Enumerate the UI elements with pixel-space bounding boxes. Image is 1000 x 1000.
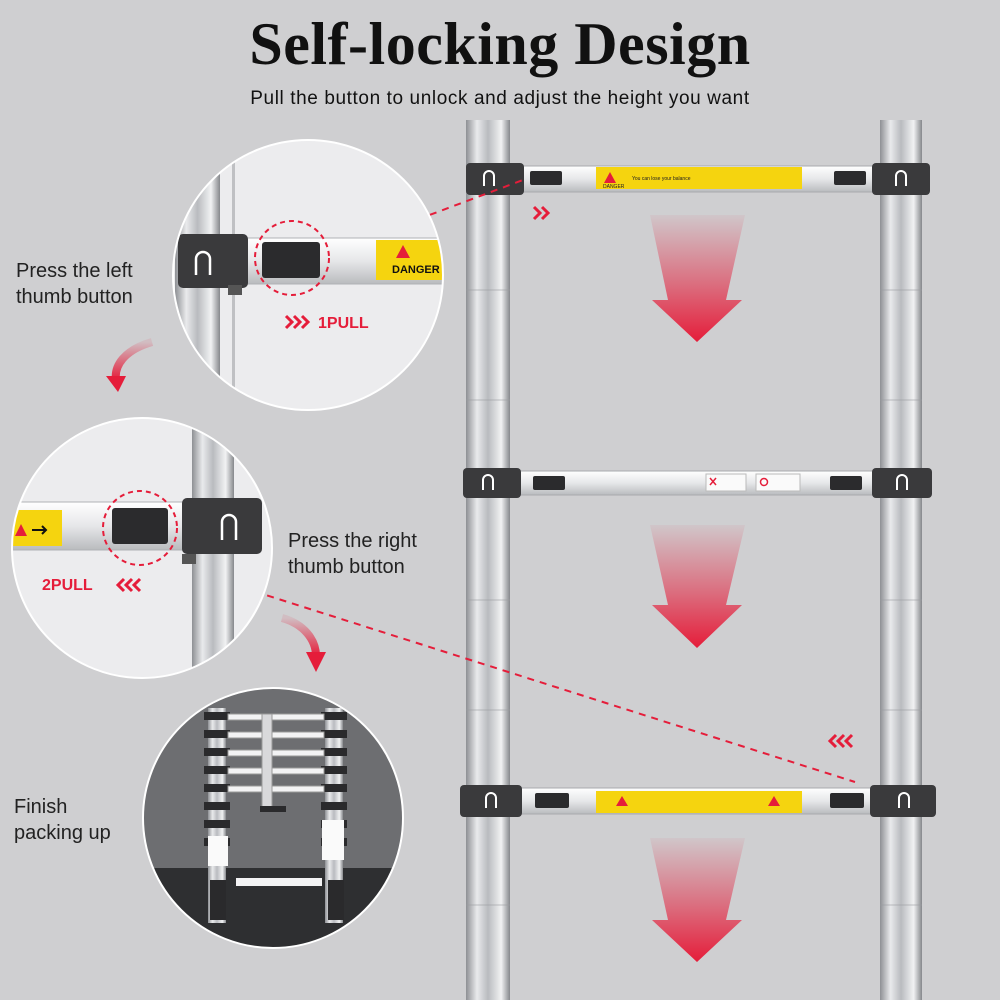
ladder-rung-bottom bbox=[460, 785, 936, 817]
down-arrow-icon bbox=[650, 215, 745, 342]
ladder-rung-middle bbox=[463, 468, 932, 498]
step-2-caption-line1: Press the right bbox=[288, 530, 417, 552]
chevron-left-icon bbox=[827, 733, 854, 749]
chevron-right-icon bbox=[284, 314, 311, 330]
pull-label-1: 1PULL bbox=[318, 315, 369, 332]
danger-sticker bbox=[376, 240, 443, 280]
page-subtitle: Pull the button to unlock and adjust the… bbox=[250, 88, 750, 109]
left-thumb-button[interactable] bbox=[262, 242, 320, 278]
warning-triangle-icon bbox=[396, 245, 410, 258]
right-thumb-button[interactable] bbox=[834, 171, 866, 185]
warning-sticker-heading: DANGER bbox=[603, 184, 625, 190]
step-3-caption-line1: Finish bbox=[14, 796, 68, 818]
warning-sticker bbox=[12, 510, 62, 546]
step-1-caption: Press the left thumb button bbox=[16, 258, 133, 310]
warning-triangle-icon bbox=[15, 524, 27, 536]
step-3-caption-line2: packing up bbox=[14, 822, 111, 844]
left-thumb-button[interactable] bbox=[530, 171, 562, 185]
ladder-rung-top: DANGER You can lose your balance bbox=[466, 163, 930, 195]
step-2-caption: Press the right thumb button bbox=[288, 528, 417, 580]
page-title: Self-locking Design bbox=[249, 11, 751, 77]
danger-label: DANGER bbox=[392, 264, 440, 276]
ladder-poles bbox=[466, 120, 922, 1000]
curved-arrow-icon bbox=[106, 338, 154, 392]
right-thumb-button[interactable] bbox=[830, 793, 864, 808]
curved-arrow-icon bbox=[280, 614, 326, 672]
chevron-right-icon bbox=[532, 205, 551, 221]
right-thumb-button[interactable] bbox=[830, 476, 862, 490]
zoom-circle-packed-ladder bbox=[142, 687, 404, 949]
warning-sticker bbox=[596, 791, 802, 813]
chevron-left-icon bbox=[115, 577, 142, 593]
zoom-circle-right-button: 2PULL bbox=[11, 417, 273, 679]
warning-sticker-line: You can lose your balance bbox=[632, 176, 691, 182]
down-arrow-icon bbox=[650, 525, 745, 648]
down-arrow-icon bbox=[650, 838, 745, 962]
right-thumb-button[interactable] bbox=[112, 508, 168, 544]
left-thumb-button[interactable] bbox=[535, 793, 569, 808]
step-1-caption-line1: Press the left bbox=[16, 260, 133, 282]
zoom-circle-left-button: DANGER 1PULL bbox=[172, 139, 444, 411]
pull-label-2: 2PULL bbox=[42, 577, 93, 594]
step-3-caption: Finish packing up bbox=[14, 794, 111, 846]
left-thumb-button[interactable] bbox=[533, 476, 565, 490]
warning-triangle-icon bbox=[604, 172, 616, 183]
warning-sticker bbox=[596, 167, 802, 189]
step-2-caption-line2: thumb button bbox=[288, 556, 405, 578]
step-1-caption-line2: thumb button bbox=[16, 286, 133, 308]
